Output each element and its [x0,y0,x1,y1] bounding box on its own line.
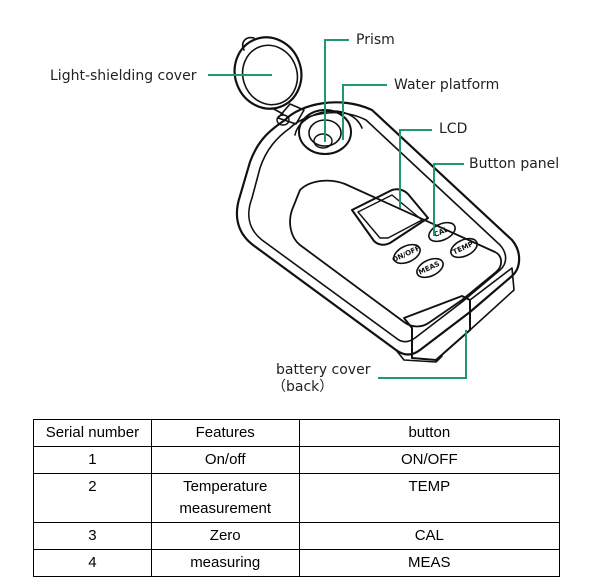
leader-lcd [399,129,432,208]
header-features: Features [150,419,300,447]
leader-prism [324,39,349,142]
leader-button-panel [433,163,464,236]
refractometer-diagram: ON/OFF CAL MEAS TEMP Light-shielding cov… [50,32,559,395]
cell-button: CAL [298,522,561,550]
leader-water-platform [342,84,387,140]
header-serial-number: Serial number [33,419,152,447]
label-lcd: LCD [439,121,467,137]
cell-serial: 3 [33,522,152,550]
leader-battery-cover [378,330,467,379]
table-row: 2 Temperature measurement TEMP [33,473,561,523]
button-features-table: Serial number Features button 1 On/off O… [33,419,561,577]
header-button: button [298,419,561,447]
table-row: 3 Zero CAL [33,522,561,550]
leader-lines [208,39,467,379]
cell-serial: 1 [33,446,152,474]
cal-button [428,221,456,243]
label-battery-cover: battery cover [276,362,371,378]
label-light-shielding-cover: Light-shielding cover [50,68,197,84]
onoff-button [393,243,421,265]
cell-feature: measuring [150,549,300,577]
cell-button: MEAS [298,549,561,577]
meas-button [416,257,444,279]
cell-feature: Zero [150,522,300,550]
table-row: 4 measuring MEAS [33,549,561,577]
meas-button-label: MEAS [417,260,441,277]
table-row: 1 On/off ON/OFF [33,446,561,474]
onoff-button-label: ON/OFF [391,244,422,264]
cell-serial: 2 [33,473,152,523]
table-header-row: Serial number Features button [33,419,561,447]
cell-feature: Temperature measurement [150,473,300,523]
label-button-panel: Button panel [469,156,559,172]
device-illustration: ON/OFF CAL MEAS TEMP [233,36,521,363]
label-water-platform: Water platform [394,77,499,93]
cell-button: ON/OFF [298,446,561,474]
label-prism: Prism [356,32,395,48]
label-battery-cover-back: （back） [272,379,333,395]
cell-serial: 4 [33,549,152,577]
temp-button [450,237,478,259]
cell-feature: On/off [150,446,300,474]
cell-button: TEMP [298,473,561,523]
